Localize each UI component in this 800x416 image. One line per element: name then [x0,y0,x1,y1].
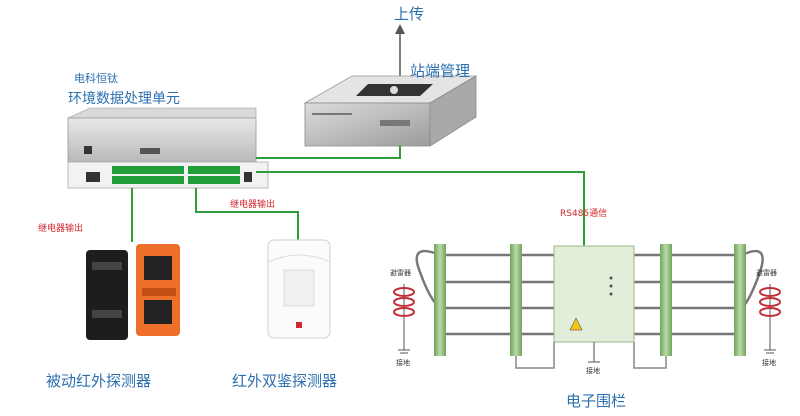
dual-ir-detector [267,239,331,339]
ground-center-label: 接地 [586,367,600,375]
station-server [303,75,478,147]
arrester-left-label: 避雷器 [390,269,411,277]
ground-left-label: 接地 [396,359,410,367]
upload-label: 上传 [394,5,425,23]
electric-fence [393,244,781,369]
station-mgmt-label: 站端管理 [410,62,471,80]
passive-ir-label: 被动红外探测器 [46,372,152,390]
passive-ir-detector [86,244,180,340]
rs485-label: RS485通信 [560,209,608,219]
connection-lines [131,146,585,248]
relay-output-label-2: 继电器输出 [230,200,276,210]
processing-unit-rack [67,107,269,189]
dual-ir-label: 红外双鉴探测器 [232,372,338,390]
vendor-label: 电科恒钛 [74,72,118,85]
unit-label: 环境数据处理单元 [68,91,180,107]
relay-output-label-1: 继电器输出 [38,224,84,234]
fence-label: 电子围栏 [566,392,627,410]
ground-right-label: 接地 [762,359,776,367]
arrester-right-label: 避雷器 [756,269,777,277]
